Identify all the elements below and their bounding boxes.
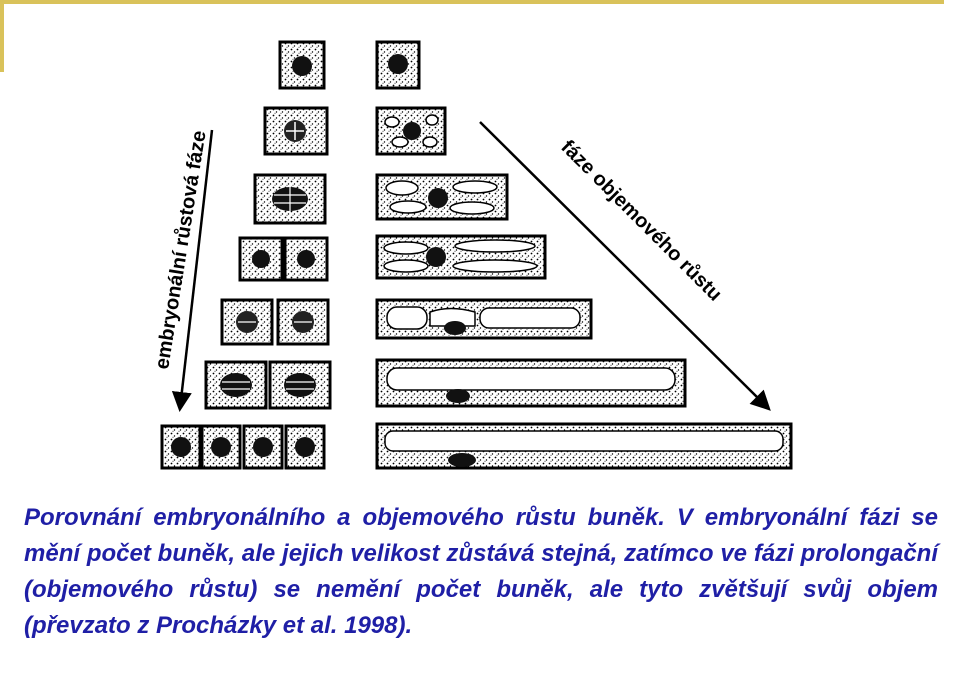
cell (204, 360, 332, 410)
cell (263, 106, 329, 156)
cell (375, 106, 447, 156)
cell-growth-diagram: embryonální růstová fáze fáze objemového… (151, 40, 793, 470)
embryonic-arrow (171, 129, 214, 412)
cell (278, 40, 326, 90)
slide-frame-top (0, 0, 944, 4)
cell (375, 298, 593, 340)
elongation-phase-label: fáze objemového růstu (556, 136, 726, 306)
slide-frame-left (0, 0, 4, 72)
elongation-arrow (479, 121, 771, 411)
cell (220, 298, 330, 346)
cell (375, 40, 421, 90)
figure-caption: Porovnání embryonálního a objemového růs… (24, 504, 938, 639)
cell (160, 424, 326, 470)
cell (375, 422, 793, 470)
cell (253, 173, 327, 225)
embryonic-phase-label: embryonální růstová fáze (151, 129, 210, 371)
embryonic-cells (160, 40, 332, 470)
cell (375, 234, 547, 280)
cell (238, 236, 329, 282)
cell (375, 173, 509, 221)
elongating-cells (375, 40, 793, 470)
cell (375, 358, 687, 408)
